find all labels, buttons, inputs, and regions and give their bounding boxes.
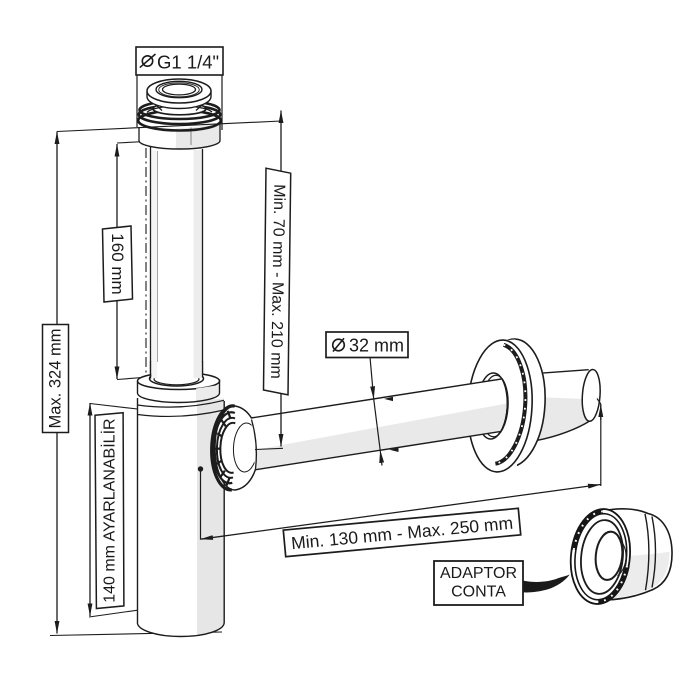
svg-text:140 mm AYARLANABİLİR: 140 mm AYARLANABİLİR	[99, 418, 118, 602]
svg-text:ADAPTOR: ADAPTOR	[440, 565, 517, 582]
svg-text:160 mm: 160 mm	[108, 233, 127, 294]
svg-text:G1 1/4": G1 1/4"	[157, 52, 219, 73]
svg-text:CONTA: CONTA	[451, 584, 506, 601]
svg-text:32 mm: 32 mm	[349, 336, 404, 356]
svg-text:Min. 70 mm - Max. 210 mm: Min. 70 mm - Max. 210 mm	[267, 184, 287, 379]
svg-text:Max. 324 mm: Max. 324 mm	[47, 329, 65, 429]
